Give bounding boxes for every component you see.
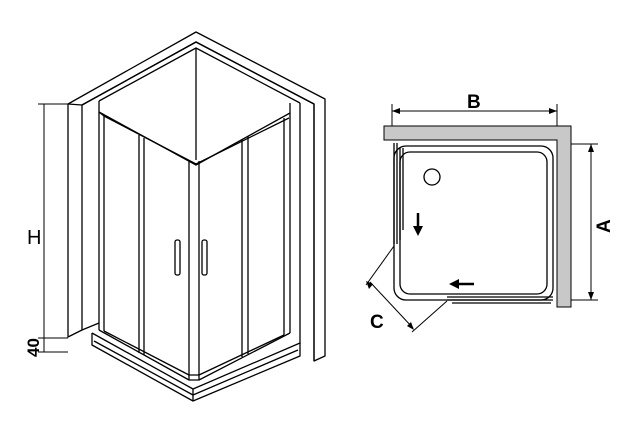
- depth-dimension: [571, 143, 598, 301]
- right-door-handle: [201, 239, 208, 276]
- enclosure-frame: [98, 101, 291, 381]
- height-label: H: [27, 227, 41, 249]
- dimension-arrowheads: [366, 108, 594, 330]
- shower-tray: [91, 332, 301, 402]
- door-handles: [174, 239, 208, 276]
- slide-arrows: [413, 213, 474, 289]
- diagonal-dimension: [365, 245, 448, 333]
- diagonal-label: C: [370, 312, 384, 333]
- base-height-label: 40: [24, 338, 43, 357]
- corner-walls: [67, 31, 326, 362]
- isometric-view: [38, 31, 326, 402]
- arrow-down-icon: [413, 213, 423, 236]
- plan-view: [365, 104, 598, 333]
- tray-inner: [399, 151, 548, 295]
- width-dimension: [391, 104, 558, 126]
- plan-walls: [383, 125, 572, 308]
- width-label: B: [467, 92, 481, 113]
- depth-label: A: [594, 219, 615, 233]
- drain-icon: [423, 168, 441, 186]
- left-door-handle: [174, 239, 181, 276]
- height-dimension: [38, 103, 68, 353]
- bottom-sliding-panels: [447, 296, 553, 304]
- arrow-left-icon: [449, 279, 474, 289]
- left-sliding-panels: [393, 143, 404, 244]
